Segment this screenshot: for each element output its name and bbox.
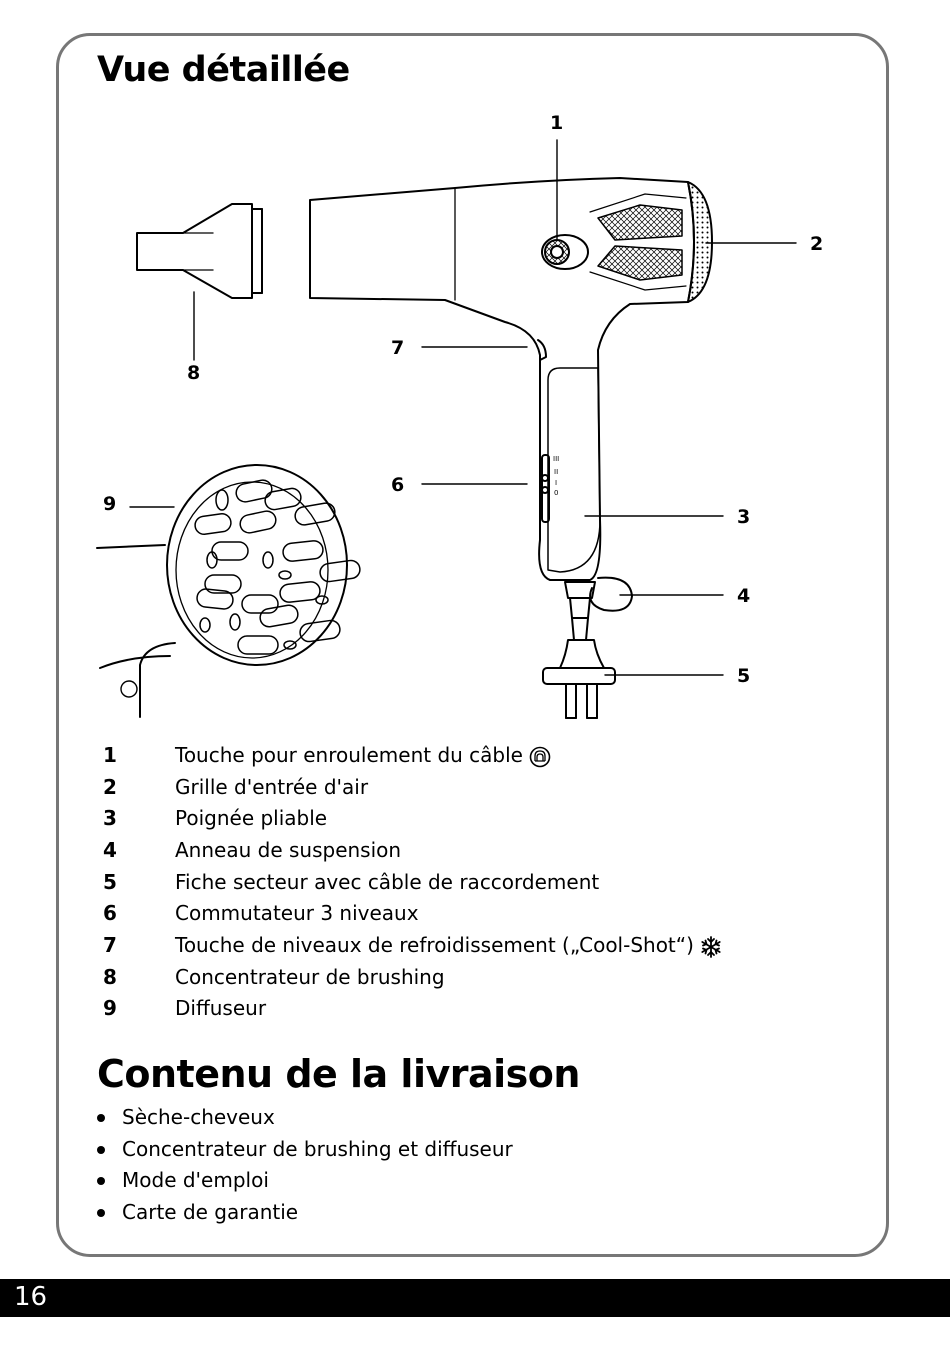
legend-number: 1: [103, 743, 117, 767]
callout-9: 9: [103, 493, 116, 515]
callout-5: 5: [737, 665, 750, 687]
legend-number: 9: [103, 996, 117, 1020]
concentrator-nozzle: [136, 203, 263, 299]
list-item-text: Carte de garantie: [122, 1200, 299, 1224]
hair-dryer-illustration: III II I 0 1 2 3 4 5 6 7 8 9: [96, 112, 823, 719]
legend-number: 7: [103, 933, 117, 957]
legend-number: 3: [103, 806, 117, 830]
callout-7: 7: [391, 337, 404, 359]
diffuser: [96, 464, 361, 718]
bullet-icon: [97, 1114, 105, 1122]
bullet-icon: [97, 1146, 105, 1154]
legend-text: Anneau de suspension: [175, 838, 402, 862]
switch-mark: III: [553, 455, 559, 463]
callout-4: 4: [737, 585, 750, 607]
bullet-icon: [97, 1177, 105, 1185]
legend-number: 4: [103, 838, 117, 862]
section-title-detail: Vue détaillée: [97, 50, 350, 90]
legend-number: 5: [103, 870, 117, 894]
legend-number: 8: [103, 965, 117, 989]
list-item-text: Sèche-cheveux: [122, 1105, 275, 1129]
legend-text: Fiche secteur avec câble de raccordement: [175, 870, 600, 894]
list-item-text: Concentrateur de brushing et diffuseur: [122, 1137, 513, 1161]
bullet-icon: [97, 1209, 105, 1217]
legend-text: Diffuseur: [175, 996, 267, 1020]
legend-text: Grille d'entrée d'air: [175, 775, 369, 799]
callout-leaders: [129, 139, 797, 676]
legend-text: Touche de niveaux de refroidissement („C…: [175, 933, 694, 957]
cable-rewind-icon: [529, 746, 551, 767]
page-frame: [56, 33, 889, 1257]
list-item-text: Mode d'emploi: [122, 1168, 269, 1192]
page-number: 16: [14, 1282, 48, 1312]
legend-text: Poignée pliable: [175, 806, 328, 830]
callout-1: 1: [550, 112, 563, 134]
legend-number: 2: [103, 775, 117, 799]
callout-8: 8: [187, 362, 200, 384]
switch-mark: II: [554, 468, 558, 476]
dryer-body: [309, 177, 713, 719]
switch-mark: 0: [554, 489, 558, 497]
callout-2: 2: [810, 233, 823, 255]
legend-text: Touche pour enroulement du câble: [175, 743, 523, 767]
switch-level-marks: III II I 0: [553, 455, 559, 497]
switch-mark: I: [555, 479, 557, 487]
legend-number: 6: [103, 901, 117, 925]
snowflake-icon: [701, 935, 721, 958]
page-footer: 16: [0, 1279, 950, 1317]
legend-text: Commutateur 3 niveaux: [175, 901, 419, 925]
callout-6: 6: [391, 474, 404, 496]
callout-3: 3: [737, 506, 750, 528]
legend-text: Concentrateur de brushing: [175, 965, 445, 989]
section-title-contents: Contenu de la livraison: [97, 1052, 580, 1096]
